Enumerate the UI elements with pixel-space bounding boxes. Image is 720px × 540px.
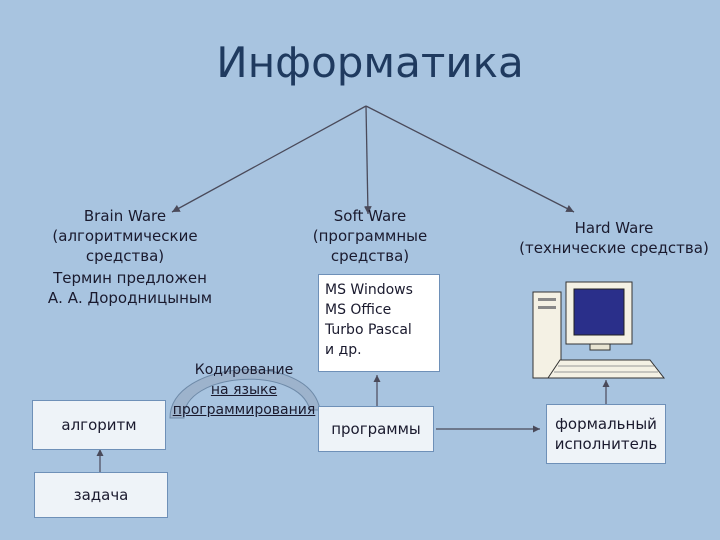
programs-box: программы (318, 406, 434, 452)
software-list: MS Windows MS Office Turbo Pascal и др. (318, 274, 440, 372)
software-item: Turbo Pascal (325, 322, 412, 338)
term-author: Термин предложен А. А. Дородницыным (30, 268, 230, 308)
branch-brainware-desc1: (алгоритмические (52, 227, 198, 245)
branch-software-desc2: средства) (330, 247, 410, 265)
term-author-line2: А. А. Дородницыным (47, 289, 213, 307)
branch-software: Soft Ware (программные средства) (300, 206, 440, 266)
coding-label-line1: Кодирование (194, 362, 294, 378)
coding-label-line3: программирования (172, 402, 316, 418)
branch-hardware-desc: (технические средства) (519, 239, 709, 257)
branch-brainware-name: Brain Ware (83, 207, 167, 225)
term-author-line1: Термин предложен (53, 269, 207, 287)
executor-box: формальный исполнитель (546, 404, 666, 464)
page-title: Информатика (216, 38, 524, 87)
coding-label-line2: на языке (210, 382, 278, 398)
branch-software-desc1: (программные (312, 227, 428, 245)
branch-hardware-name: Hard Ware (574, 219, 654, 237)
task-box: задача (34, 472, 168, 518)
algorithm-box: алгоритм (32, 400, 166, 450)
branch-software-name: Soft Ware (333, 207, 407, 225)
branch-brainware-desc2: средства) (85, 247, 165, 265)
software-item: MS Office (325, 302, 392, 318)
coding-label: Кодирование на языке программирования (164, 360, 324, 420)
software-item: и др. (325, 342, 362, 358)
branch-brainware: Brain Ware (алгоритмические средства) (40, 206, 210, 266)
software-item: MS Windows (325, 282, 413, 298)
computer-icon (532, 281, 666, 379)
branch-hardware: Hard Ware (технические средства) (510, 218, 718, 258)
